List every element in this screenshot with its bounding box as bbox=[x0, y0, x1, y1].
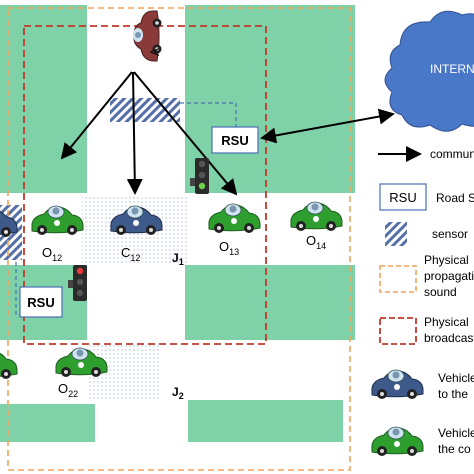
legend-rsu-text: Road Side Unit bbox=[436, 191, 474, 205]
car-o14-label: O14 bbox=[306, 233, 326, 251]
car-icon bbox=[208, 203, 261, 234]
vehicle-a-label: A bbox=[148, 48, 162, 56]
car-icon bbox=[371, 369, 424, 400]
city-blocks bbox=[0, 5, 355, 442]
car-o12-label: O12 bbox=[42, 245, 62, 263]
legend-broadcast-swatch bbox=[379, 317, 417, 345]
rsu-wire bbox=[180, 102, 237, 128]
car-icon bbox=[31, 205, 84, 236]
car-icon bbox=[371, 426, 424, 457]
legend-broadcast-line2: broadcast bbox=[424, 331, 474, 345]
legend-sound-line2: propagation of bbox=[424, 269, 474, 283]
legend-vehicle-blue-line2: to the bbox=[438, 387, 468, 401]
legend-sound-swatch bbox=[379, 265, 417, 293]
legend-communication: communication bbox=[430, 147, 474, 161]
legend-rsu-box bbox=[379, 183, 427, 211]
arrow bbox=[260, 108, 395, 144]
rsu-left-box bbox=[19, 286, 63, 318]
sound-propagation-region bbox=[7, 7, 351, 471]
block bbox=[188, 400, 343, 442]
legend: communication RSU Road Side Unit sensor … bbox=[371, 146, 474, 457]
traffic-light-icon bbox=[68, 265, 87, 301]
block bbox=[0, 404, 95, 442]
legend-sound-line1: Physical bbox=[424, 253, 469, 267]
legend-vehicle-green-line2: the co bbox=[438, 442, 471, 456]
traffic-light-icon bbox=[190, 158, 209, 194]
junction-2-label: J2 bbox=[172, 385, 184, 401]
car-icon bbox=[290, 201, 343, 232]
legend-sensor: sensor bbox=[432, 227, 468, 241]
rsu-top-label: RSU bbox=[221, 133, 248, 148]
legend-rsu-box-label: RSU bbox=[389, 190, 416, 205]
car-icon bbox=[133, 10, 162, 62]
block bbox=[185, 5, 355, 193]
car-o22-label: O22 bbox=[58, 381, 78, 399]
legend-vehicle-blue-line1: Vehicle bbox=[438, 371, 474, 385]
legend-sound-line3: sound bbox=[424, 285, 457, 299]
arrow bbox=[133, 71, 238, 196]
arrow bbox=[60, 71, 133, 160]
cloud-icon: INTERNET bbox=[384, 10, 474, 132]
arrow bbox=[126, 71, 143, 195]
sensor-hatch-icon bbox=[385, 222, 407, 246]
car-o13-label: O13 bbox=[219, 239, 239, 257]
legend-vehicle-green-line1: Vehicle bbox=[438, 426, 474, 440]
communication-arrows bbox=[60, 71, 395, 196]
block bbox=[185, 265, 355, 340]
internet-label: INTERNET bbox=[430, 62, 474, 76]
block bbox=[0, 5, 87, 193]
car-c12-label: C12 bbox=[121, 245, 140, 263]
rsu-left-label: RSU bbox=[27, 295, 54, 310]
junction-1-label: J1 bbox=[172, 251, 184, 267]
legend-broadcast-line1: Physical bbox=[424, 315, 469, 329]
rsu-top-box bbox=[211, 126, 259, 154]
sensor-hatch-icon bbox=[110, 98, 180, 122]
